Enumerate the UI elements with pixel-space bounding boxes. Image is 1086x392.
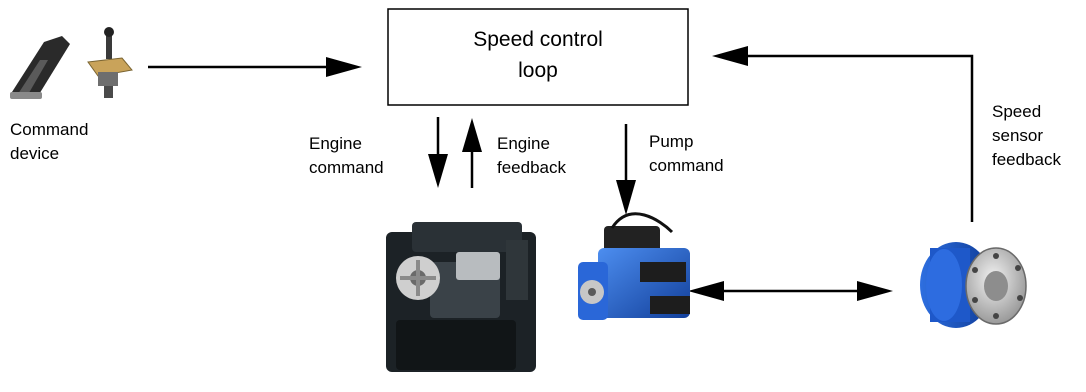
engine-feedback-label: Engine feedback (497, 132, 566, 180)
speed-sensor-feedback-label-line1: Speed (992, 100, 1061, 124)
joystick-lever-icon (88, 27, 132, 98)
pump-motor-link-arrow (688, 281, 893, 301)
engine-feedback-arrow (462, 118, 482, 188)
command-device-label: Command device (10, 118, 88, 166)
command-device-label-line2: device (10, 142, 88, 166)
engine-command-arrow (428, 117, 448, 188)
speed-sensor-feedback-arrow (712, 46, 972, 222)
speed-control-loop-title-line1: Speed control (388, 24, 688, 55)
speed-control-loop-title-line2: loop (388, 55, 688, 86)
command-device-label-line1: Command (10, 118, 88, 142)
speed-sensor-feedback-label-line3: feedback (992, 148, 1061, 172)
engine-command-label-line2: command (309, 156, 384, 180)
diesel-engine-icon (386, 222, 536, 372)
command-arrow (148, 57, 362, 77)
engine-feedback-label-line1: Engine (497, 132, 566, 156)
pump-command-label-line2: command (649, 154, 724, 178)
pump-command-arrow (616, 124, 636, 215)
speed-sensor-feedback-label-line2: sensor (992, 124, 1061, 148)
engine-command-label-line1: Engine (309, 132, 384, 156)
pump-command-label: Pump command (649, 130, 724, 178)
engine-feedback-label-line2: feedback (497, 156, 566, 180)
speed-sensor-feedback-label: Speed sensor feedback (992, 100, 1061, 172)
engine-command-label: Engine command (309, 132, 384, 180)
pump-command-label-line1: Pump (649, 130, 724, 154)
foot-pedal-icon (10, 36, 70, 99)
hydraulic-wheel-motor-icon (920, 242, 1026, 328)
hydraulic-pump-icon (578, 214, 690, 320)
speed-control-loop-title: Speed control loop (388, 24, 688, 86)
